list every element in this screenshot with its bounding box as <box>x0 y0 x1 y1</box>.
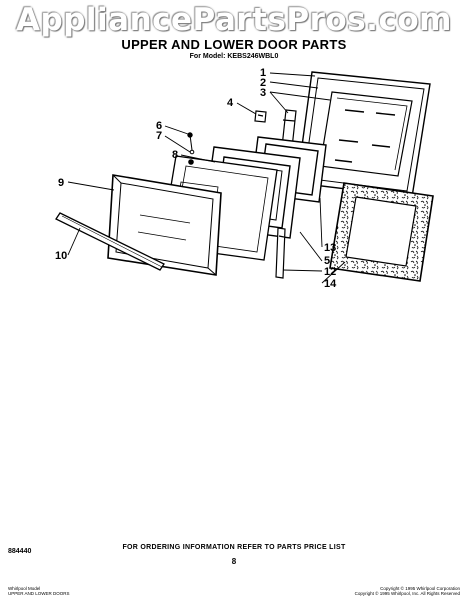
callout-5: 5 <box>324 255 330 267</box>
callout-4: 4 <box>227 97 234 109</box>
callout-14: 14 <box>324 278 337 290</box>
callout-2: 2 <box>260 77 266 89</box>
footer-copyright: Copyright © 1995 Whirlpool Corporation C… <box>355 586 460 596</box>
callout-7: 7 <box>156 130 162 142</box>
watermark: AppliancePartsPros.com <box>16 2 452 38</box>
catalog-number: 884440 <box>8 548 32 555</box>
callout-13: 13 <box>324 242 336 254</box>
insulation-pad <box>329 182 434 282</box>
footer-left-line-1: Whirlpool Model <box>8 586 41 591</box>
callout-9: 9 <box>58 177 64 189</box>
page-number: 8 <box>231 557 237 566</box>
inner-door-panel <box>296 71 431 198</box>
callout-6: 6 <box>156 120 162 132</box>
callout-1: 1 <box>260 67 266 79</box>
copyright-line-1: Copyright © 1995 Whirlpool Corporation <box>380 586 460 591</box>
model-subtitle: For Model: KEBS246WBL0 <box>189 53 279 60</box>
ordering-note: FOR ORDERING INFORMATION REFER TO PARTS … <box>122 544 346 551</box>
leader-lines <box>67 72 346 284</box>
copyright-line-2: Copyright © 1995 Whirlpool, Inc. All Rig… <box>354 591 460 596</box>
seal-strip <box>275 227 286 279</box>
door-handle <box>55 212 165 271</box>
screw-hardware <box>187 132 195 165</box>
hinge-block <box>254 110 267 123</box>
footer-left-notes: Whirlpool Model UPPER AND LOWER DOORS <box>8 586 70 596</box>
callout-8: 8 <box>172 149 178 161</box>
callout-3: 3 <box>260 87 266 99</box>
callout-10: 10 <box>55 250 67 262</box>
page-title: UPPER AND LOWER DOOR PARTS <box>121 37 347 52</box>
outer-door-frame <box>107 174 222 276</box>
callout-12: 12 <box>324 266 336 278</box>
footer-left-line-2: UPPER AND LOWER DOORS <box>8 591 70 596</box>
